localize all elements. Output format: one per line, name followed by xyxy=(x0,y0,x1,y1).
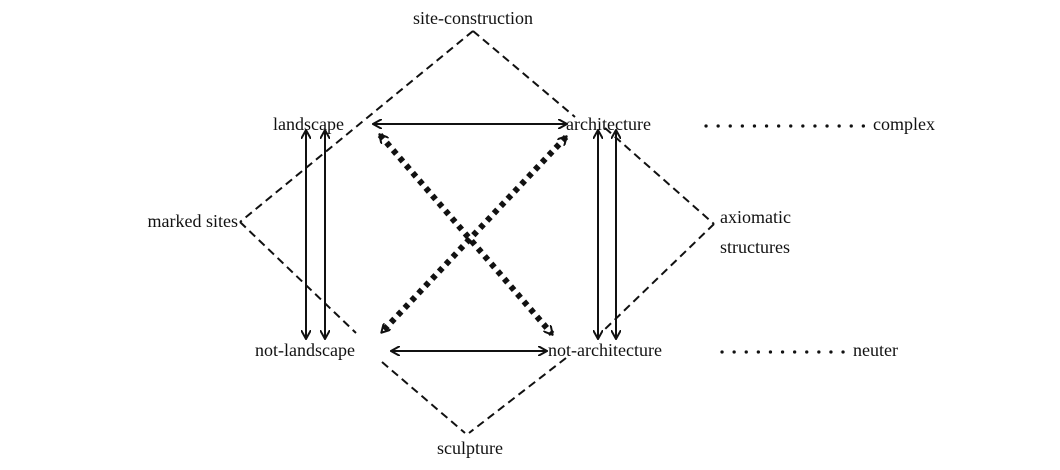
dashed-site-construction-left xyxy=(239,30,474,223)
label-marked-sites: marked sites xyxy=(148,211,238,231)
dashed-axiomatic-bottom xyxy=(601,223,715,333)
dashed-axiomatic-top xyxy=(604,127,715,225)
label-architecture: architecture xyxy=(566,114,651,134)
label-site-construction: site-construction xyxy=(413,8,533,28)
dashed-marked-sites-bottom xyxy=(239,221,357,334)
dashed-sculpture-right xyxy=(468,357,567,434)
label-structures: structures xyxy=(720,237,790,257)
dashed-sculpture-left xyxy=(381,361,466,434)
label-complex: complex xyxy=(873,114,935,134)
label-not-landscape: not-landscape xyxy=(255,340,355,360)
diagonal-architecture-not-landscape xyxy=(379,137,569,332)
label-not-architecture: not-architecture xyxy=(548,340,662,360)
label-axiomatic: axiomatic xyxy=(720,207,791,227)
label-sculpture: sculpture xyxy=(437,438,503,458)
label-landscape: landscape xyxy=(273,114,344,134)
dashed-site-construction-right xyxy=(472,30,576,118)
label-neuter: neuter xyxy=(853,340,898,360)
